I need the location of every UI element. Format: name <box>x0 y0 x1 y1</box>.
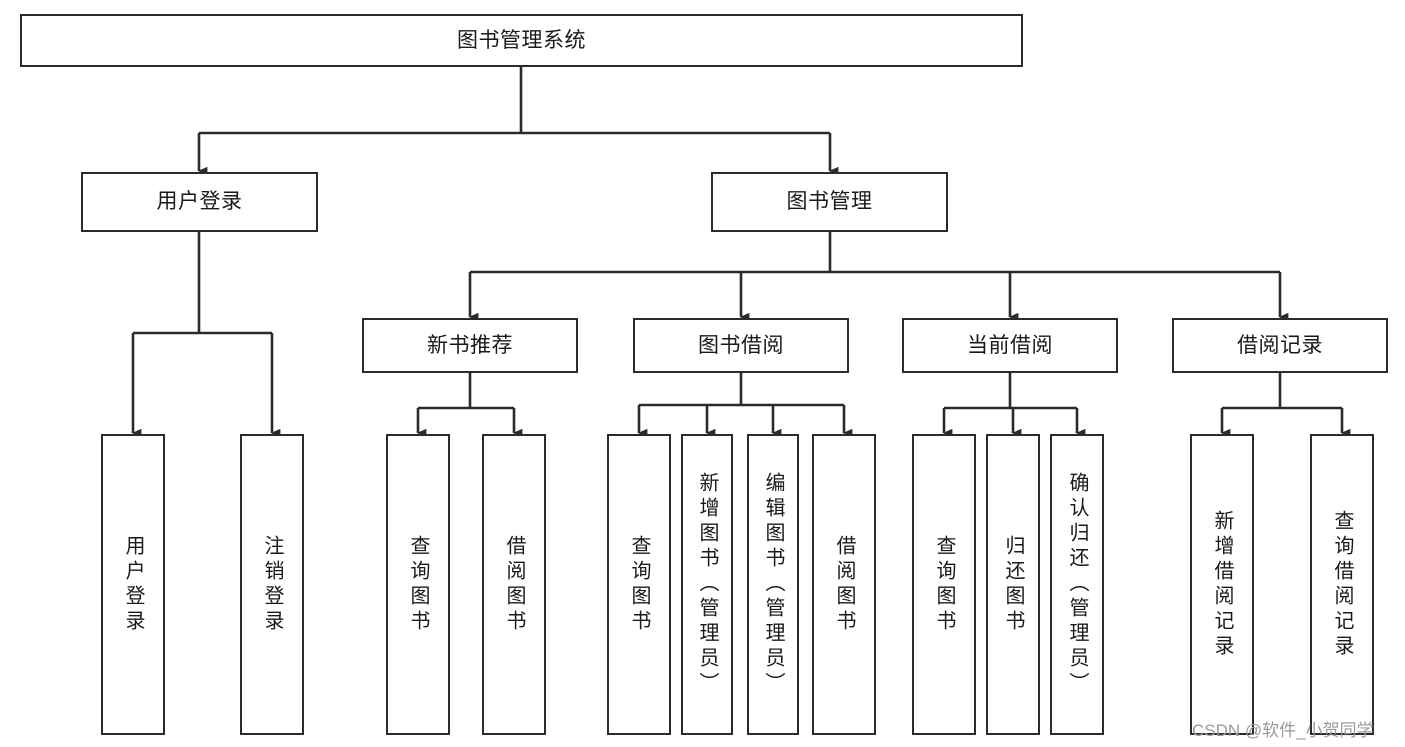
node-label: 编辑图书（管理员） <box>762 472 784 697</box>
node-label: 查询图书 <box>407 534 429 635</box>
node-label: 新书推荐 <box>427 333 513 357</box>
leaf-newbook-query-book[interactable]: 查询图书 <box>386 434 450 735</box>
node-label: 借阅图书 <box>503 534 525 635</box>
node-label: 查询图书 <box>933 534 955 635</box>
node-label: 借阅图书 <box>833 534 855 635</box>
leaf-user-logout[interactable]: 注销登录 <box>240 434 304 735</box>
node-label: 注销登录 <box>261 534 283 635</box>
node-label: 图书借阅 <box>698 333 784 357</box>
leaf-borrow-borrow-book[interactable]: 借阅图书 <box>812 434 876 735</box>
node-label: 用户登录 <box>156 190 243 214</box>
node-label: 借阅记录 <box>1237 333 1323 357</box>
node-label: 新增图书（管理员） <box>696 472 718 697</box>
node-label: 查询图书 <box>628 534 650 635</box>
leaf-current-query-book[interactable]: 查询图书 <box>912 434 976 735</box>
node-label: 查询借阅记录 <box>1331 509 1353 660</box>
node-label: 归还图书 <box>1002 534 1024 635</box>
leaf-record-query-record[interactable]: 查询借阅记录 <box>1310 434 1374 735</box>
leaf-borrow-add-book-admin[interactable]: 新增图书（管理员） <box>681 434 733 735</box>
node-book-borrow[interactable]: 图书借阅 <box>633 318 849 373</box>
leaf-user-login[interactable]: 用户登录 <box>101 434 165 735</box>
leaf-current-confirm-return-admin[interactable]: 确认归还（管理员） <box>1050 434 1104 735</box>
node-user-login[interactable]: 用户登录 <box>81 172 318 232</box>
leaf-newbook-borrow-book[interactable]: 借阅图书 <box>482 434 546 735</box>
node-new-book-recommend[interactable]: 新书推荐 <box>362 318 578 373</box>
leaf-record-add-record[interactable]: 新增借阅记录 <box>1190 434 1254 735</box>
node-label: 图书管理 <box>786 190 873 214</box>
node-label: 确认归还（管理员） <box>1066 472 1088 697</box>
node-root-system[interactable]: 图书管理系统 <box>20 14 1023 67</box>
node-label: 当前借阅 <box>967 333 1053 357</box>
node-borrow-record[interactable]: 借阅记录 <box>1172 318 1388 373</box>
node-label: 图书管理系统 <box>457 28 586 52</box>
leaf-borrow-query-book[interactable]: 查询图书 <box>607 434 671 735</box>
node-book-management[interactable]: 图书管理 <box>711 172 948 232</box>
leaf-borrow-edit-book-admin[interactable]: 编辑图书（管理员） <box>747 434 799 735</box>
leaf-current-return-book[interactable]: 归还图书 <box>986 434 1040 735</box>
node-label: 新增借阅记录 <box>1211 509 1233 660</box>
node-label: 用户登录 <box>122 534 144 635</box>
node-current-borrow[interactable]: 当前借阅 <box>902 318 1118 373</box>
